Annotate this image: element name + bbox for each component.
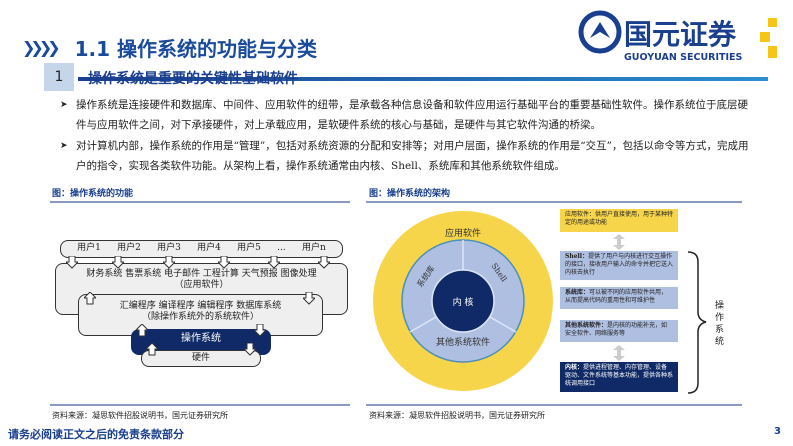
bullet-2: ➤ 对计算机内部，操作系统的作用是“管理”，包括对系统资源的分配和安排等；对用户层… [60,136,750,176]
title-text: 1.1 操作系统的功能与分类 [74,37,317,61]
bullet-text: 操作系统是连接硬件和数据库、中间件、应用软件的纽带，是承载各种信息设备和软件应用… [76,99,748,131]
desc-text: 提供进程管理、内存管理、设备驱动、文件系统等基本功能，提供各种系统调用接口 [565,364,674,387]
up-arrow-icon [84,292,96,305]
desc-title: 内核： [565,364,584,371]
user-label: 用户5 [237,243,261,253]
ring-other-label: 其他系统软件 [436,336,490,348]
bullet-text: 对计算机内部，操作系统的作用是“管理”，包括对系统资源的分配和安排等；对用户层面… [76,140,749,172]
title-underline [78,77,768,81]
sys-note: （除操作系统外的系统软件） [141,312,259,322]
hw-label: 硬件 [191,353,210,363]
fig2-source: 资料来源：凝思软件招股说明书，国元证券研究所 [369,411,545,420]
user-label: 用户n [301,243,326,253]
ring-outer-label: 应用软件 [445,227,481,239]
down-arrow-icon [268,256,280,269]
desc-app: 应用软件：供用户直接使用，用于某种特定的用途或功能 [560,209,678,232]
users-row: 用户1 用户2 用户3 用户4 用户5... 用户n [60,240,343,258]
page-number: 3 [774,426,781,437]
fig1-label: 图：操作系统的功能 [52,189,134,199]
desc-shell: Shell：提供了用户与内核进行交互操作的接口，接收用户输入的命令并把它送入内核… [560,251,678,280]
fig2-label: 图：操作系统的架构 [369,189,451,199]
logo-en: GUOYUAN SECURITIES [624,52,743,63]
divider [366,404,742,406]
desc-text: 提供了用户与内核进行交互操作的接口，接收用户输入的命令并把它送入内核去执行 [565,253,674,276]
desc-text: 可以被不同的应用软件共用，从而提高代码的重用性和可维护性 [565,289,668,304]
divider [366,201,742,203]
fig1-source: 资料来源：凝思软件招股说明书，国元证券研究所 [52,411,228,420]
desc-title: 其他系统软件： [565,322,608,329]
page-title: ❯❯❯❯ 1.1 操作系统的功能与分类 [22,33,317,62]
desc-title: 系统库： [565,289,590,296]
os-label: 操作系统 [181,333,221,344]
divider [50,404,350,406]
user-label: 用户4 [197,243,221,253]
down-arrow-icon [163,256,175,269]
app-list: 财务系统 售票系统 电子邮件 工程计算 天气预报 图像处理 [86,269,317,279]
footer-disclaimer: 请务必阅读正文之后的免责条款部分 [8,428,184,441]
user-label: 用户3 [157,243,181,253]
desc-title: Shell： [565,253,589,260]
arrow-bullet-icon: ➤ [60,141,68,151]
brace-label: 操作系统 [715,301,725,347]
down-arrow-icon [318,256,330,269]
section-number: 1 [44,63,74,91]
double-arrow-icon [613,345,625,361]
brace-icon [687,251,707,394]
up-arrow-icon [146,343,158,356]
bullet-1: ➤ 操作系统是连接硬件和数据库、中间件、应用软件的纽带，是承载各种信息设备和软件应… [60,95,750,135]
hardware-layer: 硬件 [141,350,261,367]
desc-text: 应用软件：供用户直接使用，用于某种特定的用途或功能 [565,211,674,226]
section-heading: 操作系统是重要的关键性基础软件 [88,71,298,87]
user-label: ... [277,243,286,253]
up-arrow-icon [136,324,148,337]
user-label: 用户1 [77,243,101,253]
divider [50,201,350,203]
logo: 国元证券 GUOYUAN SECURITIES [578,10,783,74]
desc-lib: 系统库：可以被不同的应用软件共用，从而提高代码的重用性和可维护性 [560,287,678,309]
down-arrow-icon [112,256,124,269]
down-arrow-icon [218,256,230,269]
ring-kernel [431,269,495,333]
app-note: （应用软件） [174,280,229,290]
down-arrow-icon [66,256,78,269]
desc-text: 是内核的功能补充，如安全软件、网络服务等 [565,322,668,337]
desc-other: 其他系统软件：是内核的功能补充，如安全软件、网络服务等 [560,320,678,342]
logo-cn: 国元证券 [624,18,737,51]
architecture-rings: 应用软件 系统库 Shell 其他系统软件 内 核 [373,211,553,391]
chevrons-icon: ❯❯❯❯ [22,38,61,57]
ring-core-label: 内 核 [453,296,474,308]
sys-list: 汇编程序 编译程序 编辑程序 数据库系统 [119,301,282,311]
desc-kernel: 内核：提供进程管理、内存管理、设备驱动、文件系统等基本功能，提供各种系统调用接口 [560,362,678,392]
down-arrow-icon [254,324,266,337]
user-label: 用户2 [117,243,141,253]
down-arrow-icon [244,343,256,356]
arrow-bullet-icon: ➤ [60,100,68,110]
down-arrow-icon [303,292,315,305]
double-arrow-icon [613,234,625,250]
